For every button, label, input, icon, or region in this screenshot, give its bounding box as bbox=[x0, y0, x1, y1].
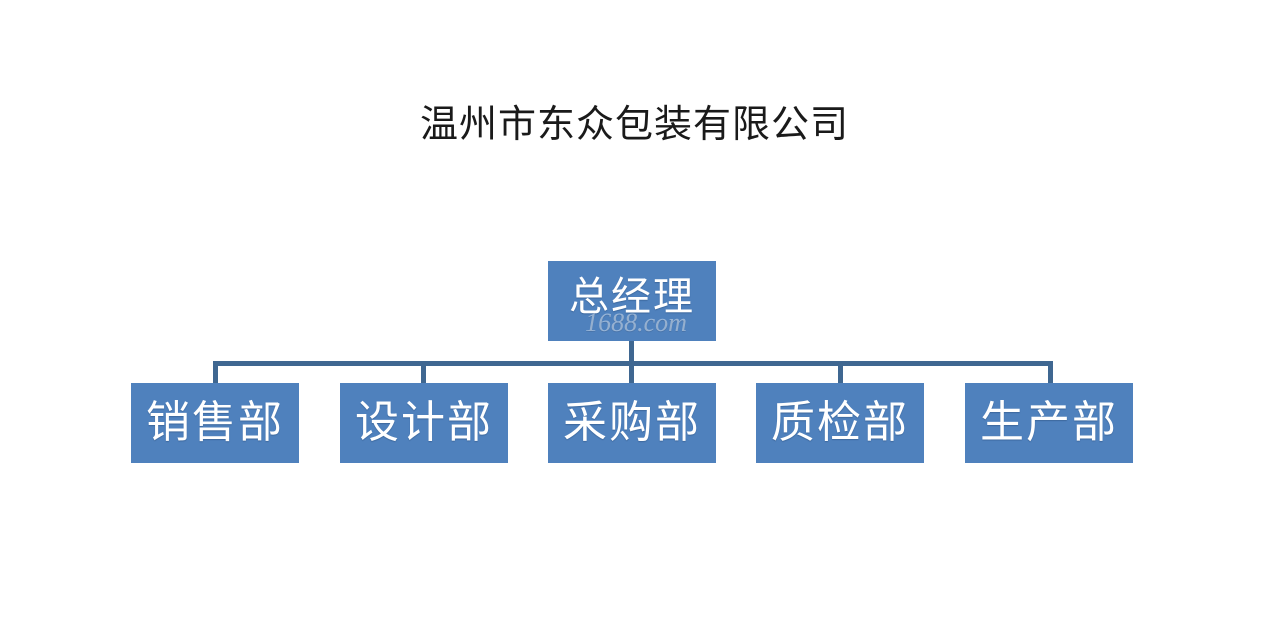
org-node-production-department[interactable]: 生产部 bbox=[965, 383, 1133, 463]
connector-drop-production bbox=[1048, 361, 1053, 384]
org-node-design-department[interactable]: 设计部 bbox=[340, 383, 508, 463]
org-node-sales-department[interactable]: 销售部 bbox=[131, 383, 299, 463]
page-title: 温州市东众包装有限公司 bbox=[419, 104, 849, 146]
connector-root-trunk bbox=[629, 341, 634, 365]
org-node-quality-inspection-department[interactable]: 质检部 bbox=[756, 383, 924, 463]
org-node-label-general-manager: 总经理 bbox=[569, 274, 695, 319]
org-node-label-production-department: 生产部 bbox=[980, 398, 1118, 447]
connector-drop-purchasing bbox=[629, 361, 634, 384]
org-node-label-quality-inspection-department: 质检部 bbox=[771, 398, 909, 447]
org-node-purchasing-department[interactable]: 采购部 bbox=[548, 383, 716, 463]
org-node-label-sales-department: 销售部 bbox=[146, 398, 284, 447]
connector-drop-sales bbox=[213, 361, 218, 384]
org-node-label-purchasing-department: 采购部 bbox=[563, 398, 701, 447]
connector-drop-quality bbox=[838, 361, 843, 384]
org-node-label-design-department: 设计部 bbox=[355, 398, 493, 447]
connector-drop-design bbox=[421, 361, 426, 384]
org-node-general-manager[interactable]: 总经理 bbox=[548, 261, 716, 341]
